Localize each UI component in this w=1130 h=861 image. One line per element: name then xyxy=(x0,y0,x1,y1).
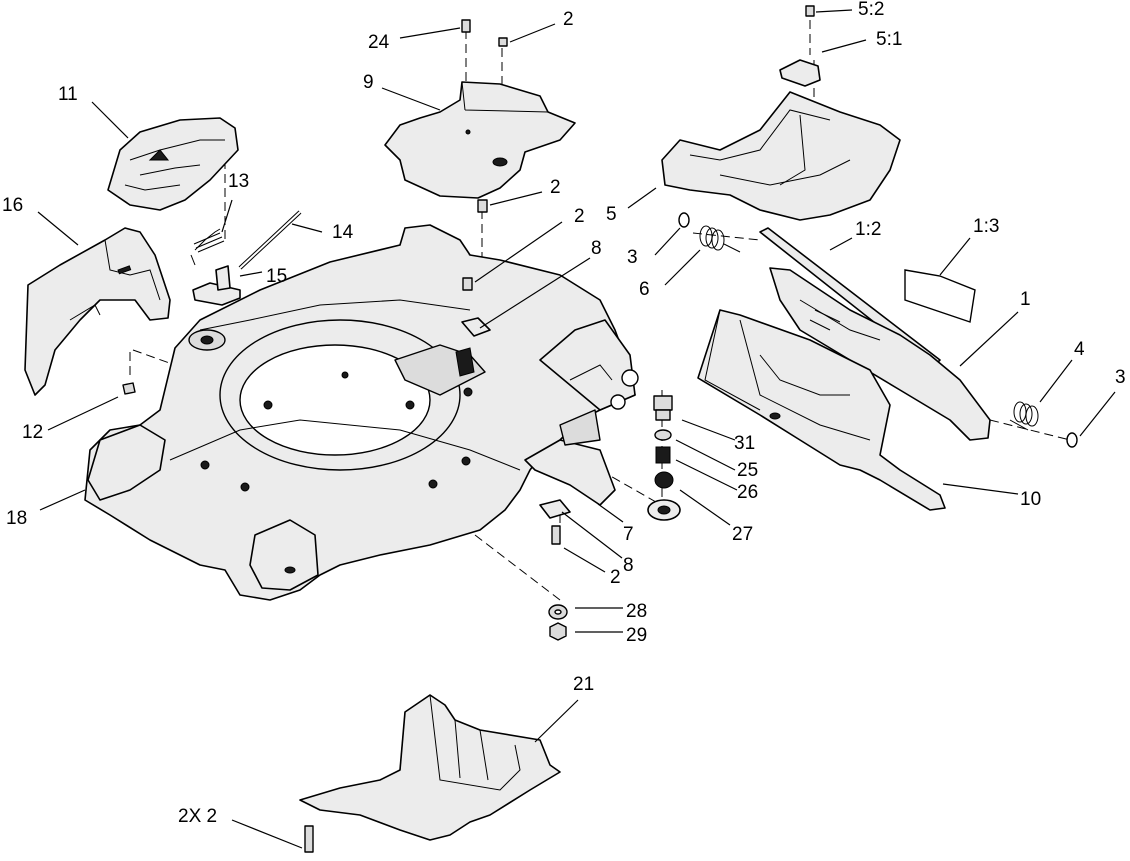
callout-5-2: 5:2 xyxy=(858,0,884,20)
part-1-3-decal xyxy=(904,269,976,323)
callout-9: 9 xyxy=(363,72,374,93)
part-5-chute xyxy=(661,59,901,221)
callout-8-top: 8 xyxy=(591,238,602,259)
callout-2-plate: 2 xyxy=(550,177,561,198)
callout-1: 1 xyxy=(1020,289,1031,310)
callout-15: 15 xyxy=(266,266,287,287)
callout-16: 16 xyxy=(2,195,23,216)
part-11-cover xyxy=(107,117,239,211)
fasteners xyxy=(122,5,815,853)
callout-21: 21 xyxy=(573,674,594,695)
part-4-spring xyxy=(1009,401,1039,431)
main-deck xyxy=(84,224,639,601)
callout-12: 12 xyxy=(22,422,43,443)
callout-labels: 24 2 5:2 5:1 11 9 13 16 14 2 5 2 1:2 1:3… xyxy=(2,0,1126,827)
callout-3-right: 3 xyxy=(1115,367,1126,388)
callout-26: 26 xyxy=(737,482,758,503)
callout-5: 5 xyxy=(606,204,617,225)
callout-2-mid: 2 xyxy=(574,206,585,227)
callout-14: 14 xyxy=(332,222,354,243)
callout-2-bottom: 2 xyxy=(610,567,621,588)
callout-1-2: 1:2 xyxy=(855,219,881,240)
wheel-adjuster-stack xyxy=(647,395,681,521)
part-15-bracket xyxy=(192,265,241,306)
callout-10: 10 xyxy=(1020,489,1041,510)
callout-2-top: 2 xyxy=(563,9,574,30)
callout-3-left: 3 xyxy=(627,247,638,268)
callout-1-3: 1:3 xyxy=(973,216,999,237)
callout-6: 6 xyxy=(639,279,650,300)
callout-11: 11 xyxy=(58,84,78,105)
part-28-29-hardware xyxy=(548,604,568,641)
callout-5-1: 5:1 xyxy=(876,29,902,50)
callout-27: 27 xyxy=(732,524,753,545)
part-14-rod xyxy=(238,210,302,270)
part-9-plate xyxy=(384,81,576,199)
part-21-deflector xyxy=(299,694,561,841)
leader-lines xyxy=(37,9,1116,849)
part-13-spring xyxy=(190,228,225,266)
callout-25: 25 xyxy=(737,460,758,481)
part-16-rear-flap xyxy=(24,227,171,396)
part-3-washers xyxy=(678,212,1078,448)
callout-8-bottom: 8 xyxy=(623,555,634,576)
part-10-rear-door xyxy=(697,309,946,511)
callout-28: 28 xyxy=(626,601,647,622)
callout-4: 4 xyxy=(1074,339,1085,360)
callout-2x2: 2X 2 xyxy=(178,806,217,827)
callout-24: 24 xyxy=(368,32,390,53)
part-6-spring xyxy=(699,225,741,253)
callout-31: 31 xyxy=(734,433,755,454)
callout-13: 13 xyxy=(228,171,249,192)
callout-7: 7 xyxy=(623,524,634,545)
part-1-shaft xyxy=(759,227,991,441)
callout-29: 29 xyxy=(626,625,647,646)
callout-18: 18 xyxy=(6,508,27,529)
